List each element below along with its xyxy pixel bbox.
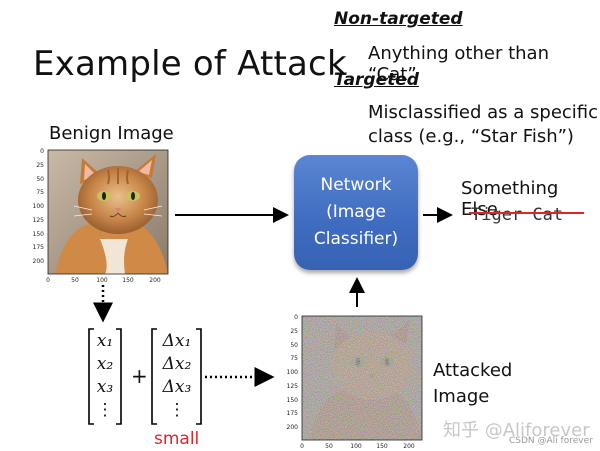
small-label: small	[154, 429, 200, 449]
benign-x-axis: 0 50 100 150 200	[46, 277, 161, 284]
attacked-y-tick: 150	[287, 397, 299, 404]
attacked-y-tick: 100	[287, 369, 299, 376]
benign-y-tick: 175	[33, 244, 45, 251]
benign-x-tick: 100	[96, 277, 108, 284]
network-classifier-box: Network (Image Classifier)	[294, 155, 418, 270]
vector-x-entry: x₂	[96, 354, 114, 374]
benign-y-tick: 100	[33, 203, 45, 210]
vector-dx-entry: Δx₂	[162, 354, 192, 374]
attacked-cat-image	[302, 316, 422, 440]
attacked-x-tick: 0	[300, 443, 304, 450]
benign-y-tick: 75	[36, 189, 44, 196]
benign-x-tick: 150	[122, 277, 134, 284]
targeted-heading: Targeted	[334, 70, 419, 90]
vector-x-entry: x₃	[96, 377, 114, 397]
benign-y-tick: 25	[36, 162, 44, 169]
output-label: Something Else	[461, 178, 559, 220]
vector-x-ellipsis: ⋮	[96, 400, 114, 420]
benign-image-plot: 0 25 50 75 100 125 150 175 200 0 50 100 …	[33, 148, 169, 284]
vector-dx-left-bracket	[151, 328, 157, 425]
struck-original-label: Tiger Cat	[471, 205, 564, 225]
attacked-y-tick: 125	[287, 383, 299, 390]
attacked-y-tick: 0	[294, 314, 298, 321]
benign-y-tick: 150	[33, 231, 45, 238]
attacked-x-tick: 200	[403, 443, 415, 450]
benign-y-tick: 125	[33, 217, 45, 224]
attacked-x-tick: 150	[376, 443, 388, 450]
attacked-y-axis: 0 25 50 75 100 125 150 175 200	[287, 314, 299, 431]
vector-dx-entry: Δx₁	[162, 331, 192, 351]
non-targeted-heading: Non-targeted	[334, 9, 463, 29]
attacked-y-tick: 50	[290, 342, 298, 349]
slide-title: Example of Attack	[33, 44, 347, 84]
benign-y-axis: 0 25 50 75 100 125 150 175 200	[33, 148, 45, 265]
benign-cat-image	[48, 150, 168, 274]
benign-x-tick: 0	[46, 277, 50, 284]
attacked-label-line2: Image	[433, 386, 490, 407]
watermark-small: CSDN @Ali forever	[509, 436, 593, 446]
network-label-line2: (Image	[326, 202, 386, 222]
non-targeted-text: Anything other than “Cat”	[368, 43, 549, 85]
benign-image-label: Benign Image	[49, 123, 174, 144]
network-label-line1: Network	[320, 175, 392, 195]
benign-x-tick: 50	[71, 277, 79, 284]
attacked-label-line1: Attacked	[433, 360, 513, 381]
targeted-text-line2: class (e.g., “Star Fish”)	[368, 126, 574, 147]
attacked-image-label: Attacked Image	[433, 358, 512, 410]
attacked-y-tick: 25	[290, 328, 298, 335]
network-label-line3: Classifier)	[313, 229, 399, 249]
attacked-y-tick: 200	[287, 424, 299, 431]
strikethrough-line	[469, 212, 584, 214]
plus-sign: +	[131, 364, 148, 388]
attacked-x-tick: 50	[325, 443, 333, 450]
benign-y-tick: 50	[36, 176, 44, 183]
vector-x-entry: x₁	[96, 331, 114, 351]
vector-x-right-bracket	[116, 328, 122, 425]
vector-dx-entry: Δx₃	[162, 377, 192, 397]
attacked-y-tick: 75	[290, 355, 298, 362]
attacked-y-tick: 175	[287, 410, 299, 417]
benign-y-tick: 200	[33, 258, 45, 265]
vector-delta-x: Δx₁ Δx₂ Δx₃ ⋮	[155, 330, 199, 422]
watermark: 知乎 @Aliforever	[443, 420, 590, 441]
vector-dx-ellipsis: ⋮	[168, 400, 186, 420]
vector-dx-right-bracket	[196, 328, 202, 425]
vector-x-left-bracket	[88, 328, 94, 425]
benign-x-tick: 200	[149, 277, 161, 284]
vector-x: x₁ x₂ x₃ ⋮	[92, 330, 118, 422]
attacked-x-axis: 0 50 100 150 200	[300, 443, 415, 450]
targeted-text-line1: Misclassified as a specific	[368, 102, 599, 123]
benign-y-tick: 0	[40, 148, 44, 155]
attacked-x-tick: 100	[350, 443, 362, 450]
attacked-image-plot: 0 25 50 75 100 125 150 175 200 0 50 100 …	[287, 314, 423, 450]
